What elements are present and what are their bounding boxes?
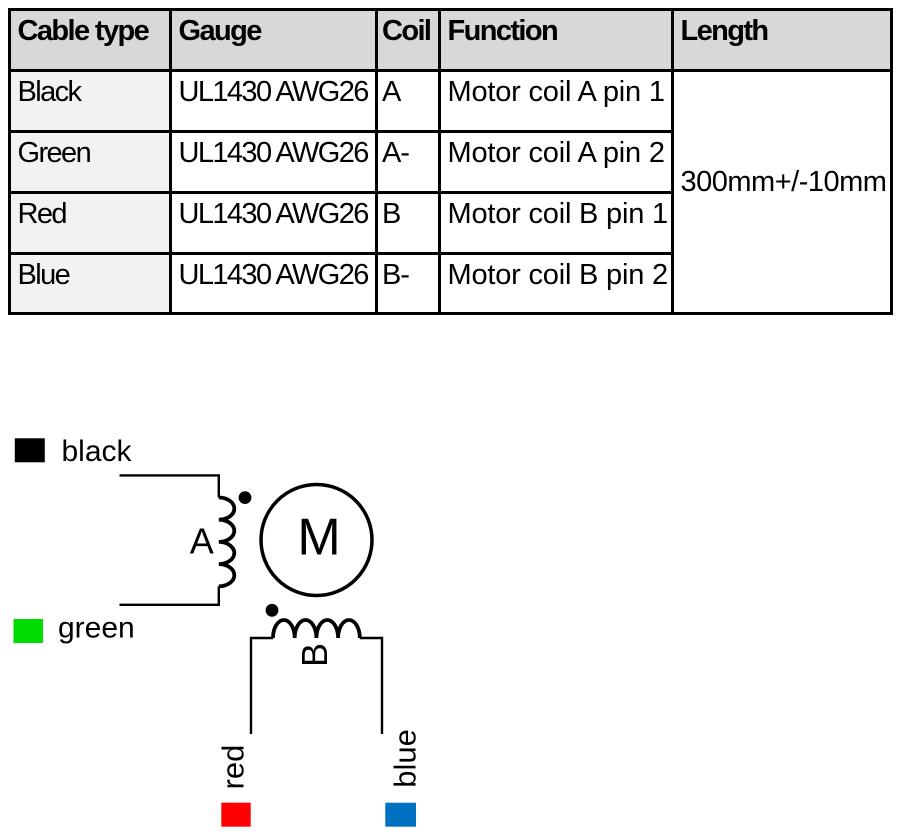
svg-text:B: B — [294, 643, 335, 667]
svg-text:green: green — [58, 612, 135, 645]
svg-text:black: black — [62, 435, 133, 468]
svg-text:M: M — [297, 509, 340, 567]
svg-text:red: red — [216, 745, 251, 790]
svg-text:blue: blue — [388, 729, 423, 788]
svg-text:A: A — [190, 521, 214, 562]
